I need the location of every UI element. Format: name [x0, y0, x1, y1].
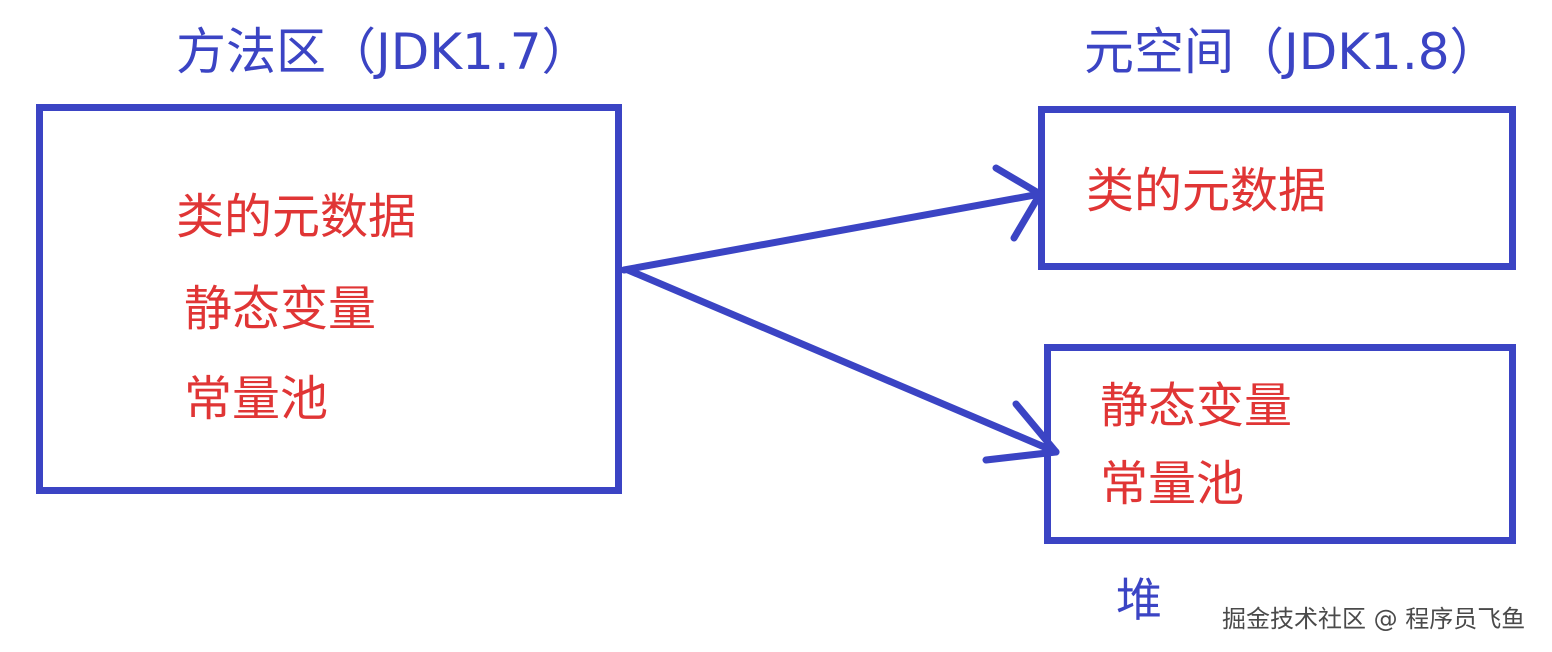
- arrow-to-metaspace: [620, 164, 1044, 274]
- method-area-box: [36, 104, 622, 494]
- metaspace-box: [1038, 106, 1516, 270]
- metaspace-title: 元空间（JDK1.8）: [1084, 23, 1500, 81]
- method-area-item-metadata: 类的元数据: [176, 189, 417, 245]
- method-area-item-static-vars: 静态变量: [184, 281, 377, 337]
- arrow-to-heap: [624, 266, 1060, 464]
- metaspace-item-metadata: 类的元数据: [1086, 163, 1327, 219]
- heap-item-static-vars: 静态变量: [1100, 378, 1293, 434]
- heap-label: 堆: [1116, 573, 1162, 627]
- watermark-text: 掘金技术社区 @ 程序员飞鱼: [1222, 605, 1526, 633]
- method-area-title: 方法区（JDK1.7）: [176, 23, 592, 81]
- heap-item-constant-pool: 常量池: [1100, 456, 1245, 512]
- method-area-item-constant-pool: 常量池: [184, 371, 329, 427]
